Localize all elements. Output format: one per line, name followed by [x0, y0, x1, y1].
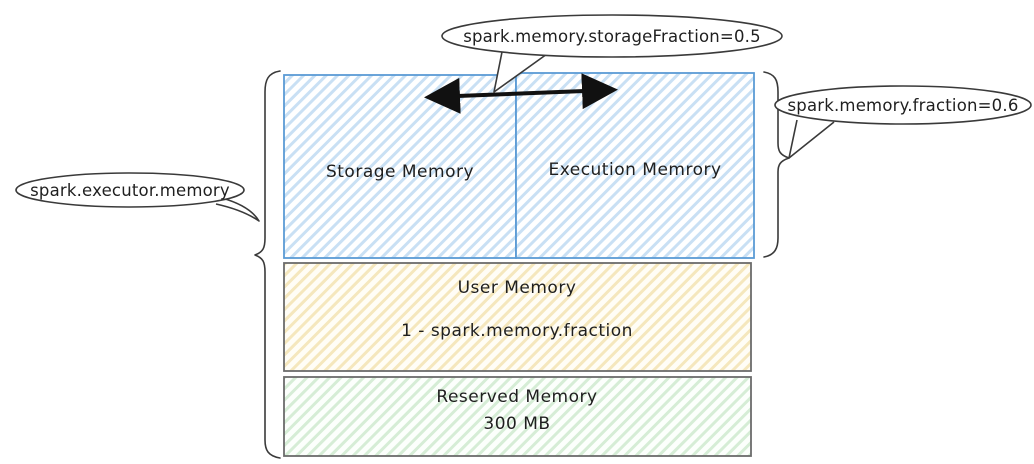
storage-memory-box: Storage Memory [283, 74, 517, 259]
storage-fraction-arrow [424, 73, 618, 114]
user-memory-label: User Memory [458, 278, 577, 298]
bubble-memory-fraction-shape [774, 85, 1032, 125]
reserved-memory-rect [283, 376, 752, 457]
bubble-executor-memory-tail [215, 197, 260, 222]
storage-memory-label: Storage Memory [326, 162, 474, 182]
bubble-storage-fraction-shape [441, 14, 783, 58]
execution-memory-label: Execution Memrory [548, 160, 721, 180]
bubble-memory-fraction: spark.memory.fraction=0.6 [774, 85, 1032, 159]
user-memory-sublabel: 1 - spark.memory.fraction [401, 321, 633, 341]
reserved-memory-label: Reserved Memory [436, 387, 597, 407]
bubble-storage-fraction-label: spark.memory.storageFraction=0.5 [463, 27, 761, 46]
bubble-executor-memory-label: spark.executor.memory [30, 181, 230, 200]
left-brace [254, 70, 281, 459]
bubble-storage-fraction-tail [493, 51, 548, 93]
reserved-memory-box: Reserved Memory 300 MB [283, 376, 752, 457]
user-memory-box: User Memory 1 - spark.memory.fraction [283, 262, 752, 372]
execution-memory-box: Execution Memrory [515, 72, 755, 259]
user-memory-rect [283, 262, 752, 372]
bubble-storage-fraction: spark.memory.storageFraction=0.5 [441, 14, 783, 93]
bubble-executor-memory-shape [15, 172, 245, 208]
bubble-memory-fraction-tail [788, 119, 835, 159]
bubble-executor-memory: spark.executor.memory [15, 172, 260, 222]
reserved-memory-sublabel: 300 MB [483, 414, 550, 434]
bubble-memory-fraction-label: spark.memory.fraction=0.6 [787, 96, 1018, 115]
